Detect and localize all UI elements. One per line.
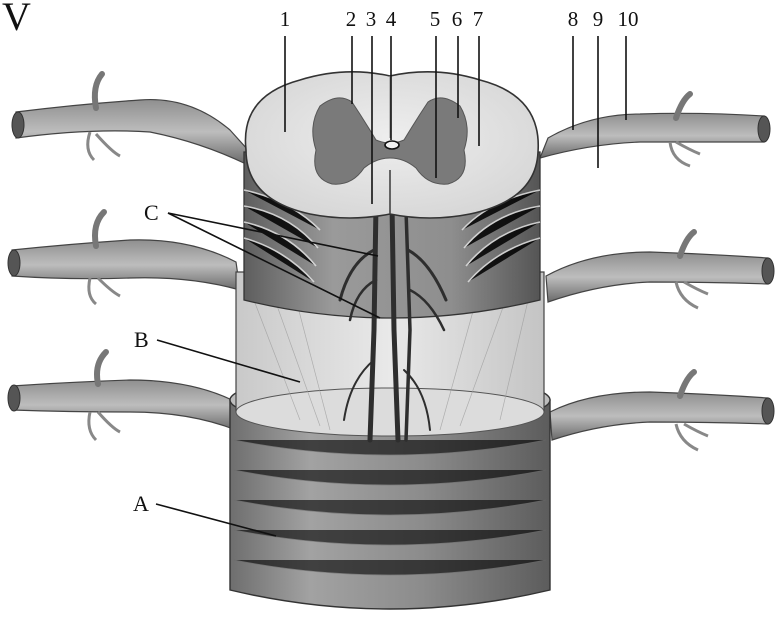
spinal-nerve-middle-right — [546, 252, 768, 302]
spinal-nerve-bottom-right — [550, 392, 768, 440]
spinal-nerve-middle-left — [12, 240, 240, 290]
cord-cross-section — [245, 72, 538, 218]
nerve-cut-end-top-right — [758, 116, 770, 142]
label-A: A — [133, 491, 149, 516]
spinal-nerve-top-left — [16, 100, 248, 164]
label-C: C — [144, 200, 159, 225]
nerve-cut-end-middle-right — [762, 258, 774, 284]
label-B: B — [134, 327, 149, 352]
central-canal — [385, 141, 399, 149]
panel-letter: V — [2, 0, 31, 39]
nerve-cut-end-top-left — [12, 112, 24, 138]
label-7: 7 — [473, 7, 484, 31]
nerve-cut-end-bottom-left — [8, 385, 20, 411]
label-6: 6 — [452, 7, 463, 31]
label-9: 9 — [593, 7, 604, 31]
label-3: 3 — [366, 7, 377, 31]
label-10: 10 — [618, 7, 639, 31]
nerve-cut-end-middle-left — [8, 250, 20, 276]
label-1: 1 — [280, 7, 291, 31]
spinal-nerve-bottom-left — [12, 380, 236, 430]
label-5: 5 — [430, 7, 441, 31]
nerve-cut-end-bottom-right — [762, 398, 774, 424]
label-2: 2 — [346, 7, 357, 31]
label-4: 4 — [386, 7, 397, 31]
label-8: 8 — [568, 7, 579, 31]
